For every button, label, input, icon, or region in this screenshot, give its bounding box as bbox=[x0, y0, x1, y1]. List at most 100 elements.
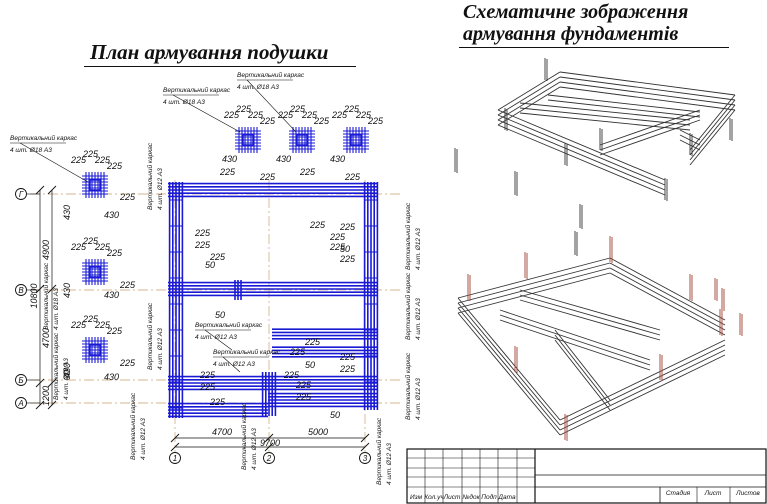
note-quantity-rot: 4 шт. Ø12 А3 bbox=[157, 328, 164, 370]
dimension-tick bbox=[35, 378, 45, 388]
spacing-label-50: 50 bbox=[330, 410, 340, 420]
pad-dim-label: 225 bbox=[277, 110, 294, 120]
vertical-cage-mark bbox=[350, 134, 362, 146]
spacing-label-430-rot: 430 bbox=[62, 205, 72, 220]
dimension-tick bbox=[170, 433, 180, 443]
note-vertical-cage-rot: Вертикальний каркас bbox=[146, 302, 154, 370]
spacing-label: 225 bbox=[283, 370, 300, 380]
spacing-label: 225 bbox=[199, 382, 216, 392]
dimension-tick bbox=[264, 433, 274, 443]
note-quantity-rot: 4 шт. Ø12 А3 bbox=[415, 298, 422, 340]
note-vertical-cage: Вертикальний каркас bbox=[10, 134, 78, 142]
rebar-3d-bar bbox=[497, 81, 561, 121]
note-vertical-cage: Вертикальний каркас bbox=[237, 71, 305, 79]
dimension-tick bbox=[360, 442, 370, 452]
pad-reinforcement-clusters: 2252252252252252252252252252252252252252… bbox=[70, 104, 384, 363]
spacing-label: 225 bbox=[219, 167, 236, 177]
spacing-label-50: 50 bbox=[340, 244, 350, 254]
title-block-column-label: №док bbox=[462, 493, 480, 501]
spacing-label-430: 430 bbox=[104, 210, 119, 220]
note-vertical-cage-rot: Вертикальний каркас bbox=[375, 417, 383, 485]
note-quantity-rot: 4 шт. Ø18 А3 bbox=[63, 358, 70, 400]
note-vertical-cage-rot: Вертикальний каркас bbox=[240, 402, 248, 470]
dimension-tick bbox=[35, 400, 45, 410]
rebar-3d-bar bbox=[457, 267, 611, 309]
plan-annotations: Вертикальний каркас 4 шт. Ø18 А3 Вертикаль… bbox=[10, 71, 422, 485]
pad-dim-label: 225 bbox=[70, 155, 87, 165]
rebar-3d-bar bbox=[457, 302, 561, 426]
rebar-3d-bar bbox=[547, 94, 701, 113]
rebar-3d-bar bbox=[609, 267, 726, 331]
spacing-label-430: 430 bbox=[222, 154, 237, 164]
pad-dim-label: 225 bbox=[106, 161, 123, 171]
vertical-cage-mark bbox=[89, 266, 101, 278]
isometric-schematics bbox=[454, 58, 743, 441]
rebar-3d-bar bbox=[457, 312, 561, 436]
schema-title-underline bbox=[459, 47, 729, 48]
schema-title-line1: Схематичне зображення bbox=[463, 1, 689, 23]
dimension-tick bbox=[47, 185, 57, 195]
leader-line bbox=[172, 94, 241, 133]
pad-dim-label: 225 bbox=[313, 116, 330, 126]
rebar-3d-bar bbox=[559, 354, 726, 436]
pad-dim-label: 225 bbox=[94, 242, 111, 252]
axis-label-column: 3 bbox=[363, 454, 368, 463]
dimension-4900: 4900 bbox=[41, 240, 51, 260]
spacing-label: 225 bbox=[119, 280, 136, 290]
note-quantity: 4 шт. Ø12 А3 bbox=[213, 361, 255, 368]
rebar-3d-bar bbox=[559, 71, 736, 96]
note-quantity-rot: 4 шт. Ø12 А3 bbox=[140, 418, 147, 460]
spacing-label: 225 bbox=[329, 242, 346, 252]
axis-bubble-column bbox=[359, 452, 371, 464]
pad-dim-label: 225 bbox=[259, 116, 276, 126]
spacing-label-430: 430 bbox=[104, 290, 119, 300]
title-block-column-label: Дата bbox=[497, 494, 516, 501]
axis-bubble-row bbox=[15, 374, 27, 386]
rebar-3d-bar bbox=[599, 109, 701, 146]
rebar-3d-bar bbox=[499, 319, 651, 371]
title-block-column-label: Изм bbox=[410, 494, 423, 501]
spacing-label: 225 bbox=[295, 380, 312, 390]
rebar-3d-bar bbox=[519, 299, 661, 341]
spacing-label: 225 bbox=[339, 254, 356, 264]
rebar-3d-bar bbox=[499, 314, 651, 366]
pad-dim-label: 225 bbox=[106, 248, 123, 258]
rebar-3d-bar bbox=[559, 339, 726, 421]
pad-dim-label: 225 bbox=[343, 104, 360, 114]
rebar-3d-bar bbox=[689, 94, 736, 151]
spacing-label: 225 bbox=[329, 232, 346, 242]
title-block-right-label: Лист bbox=[704, 490, 722, 497]
rebar-3d-bar bbox=[519, 107, 691, 126]
dimension-tick bbox=[47, 378, 57, 388]
spacing-label: 225 bbox=[259, 172, 276, 182]
spacing-label: 225 bbox=[119, 192, 136, 202]
spacing-label: 225 bbox=[344, 172, 361, 182]
dimension-4700-vertical: 4700 bbox=[41, 328, 51, 348]
dimension-tick bbox=[35, 185, 45, 195]
rebar-3d-bar bbox=[497, 71, 561, 111]
rebar-3d-bar bbox=[599, 119, 701, 156]
rebar-3d-bar bbox=[554, 339, 611, 411]
spacing-label-50: 50 bbox=[305, 360, 315, 370]
title-block-column-label: Лист bbox=[443, 494, 461, 501]
note-vertical-cage-rot: Вертикальний каркас bbox=[404, 272, 412, 340]
rebar-3d-bar bbox=[559, 81, 736, 106]
spacing-label: 225 bbox=[304, 337, 321, 347]
vertical-cage-mark bbox=[89, 179, 101, 191]
spacing-label-430: 430 bbox=[276, 154, 291, 164]
rebar-3d-bar bbox=[457, 272, 611, 314]
axis-bubble-column bbox=[169, 452, 181, 464]
spacing-label: 225 bbox=[339, 352, 356, 362]
spacing-label: 225 bbox=[339, 222, 356, 232]
dimension-5000: 5000 bbox=[308, 427, 328, 437]
pad-dim-label: 225 bbox=[247, 110, 264, 120]
title-block-right-label: Листов bbox=[735, 490, 760, 497]
rebar-3d-bar bbox=[609, 272, 726, 336]
note-vertical-cage-rot: Вертикальний каркас bbox=[146, 142, 154, 210]
pad-dim-label: 225 bbox=[223, 110, 240, 120]
